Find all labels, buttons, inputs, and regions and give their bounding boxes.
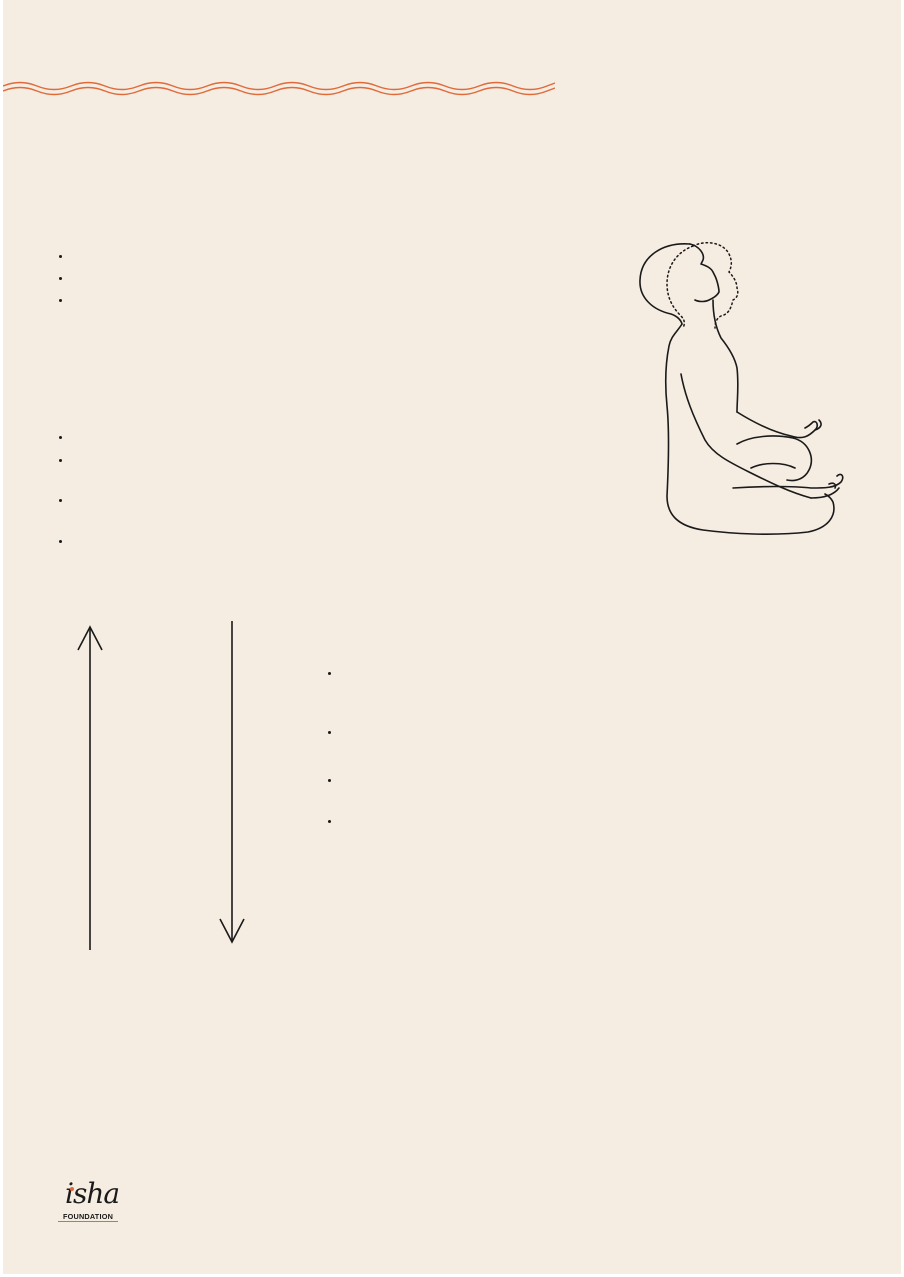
isha-wordmark: isha [65,1177,120,1210]
list-bullet [328,672,332,676]
down-arrow [219,621,245,944]
list-bullet [59,255,63,259]
isha-foundation-logo: FOUNDATION [62,1212,114,1221]
list-bullet [328,731,332,735]
list-bullet [328,779,332,783]
up-arrow [77,625,103,950]
wave-divider [3,81,555,96]
list-bullet [59,459,63,463]
list-bullet [328,820,332,824]
page: isha FOUNDATION [3,0,901,1274]
logo-underline [58,1221,118,1223]
list-bullet [59,499,63,503]
list-bullet [59,436,63,440]
logo-dot-icon [70,1187,74,1191]
list-bullet [59,540,63,544]
meditating-figure-illustration [639,241,844,535]
list-bullet [59,277,63,281]
list-bullet [59,299,63,303]
